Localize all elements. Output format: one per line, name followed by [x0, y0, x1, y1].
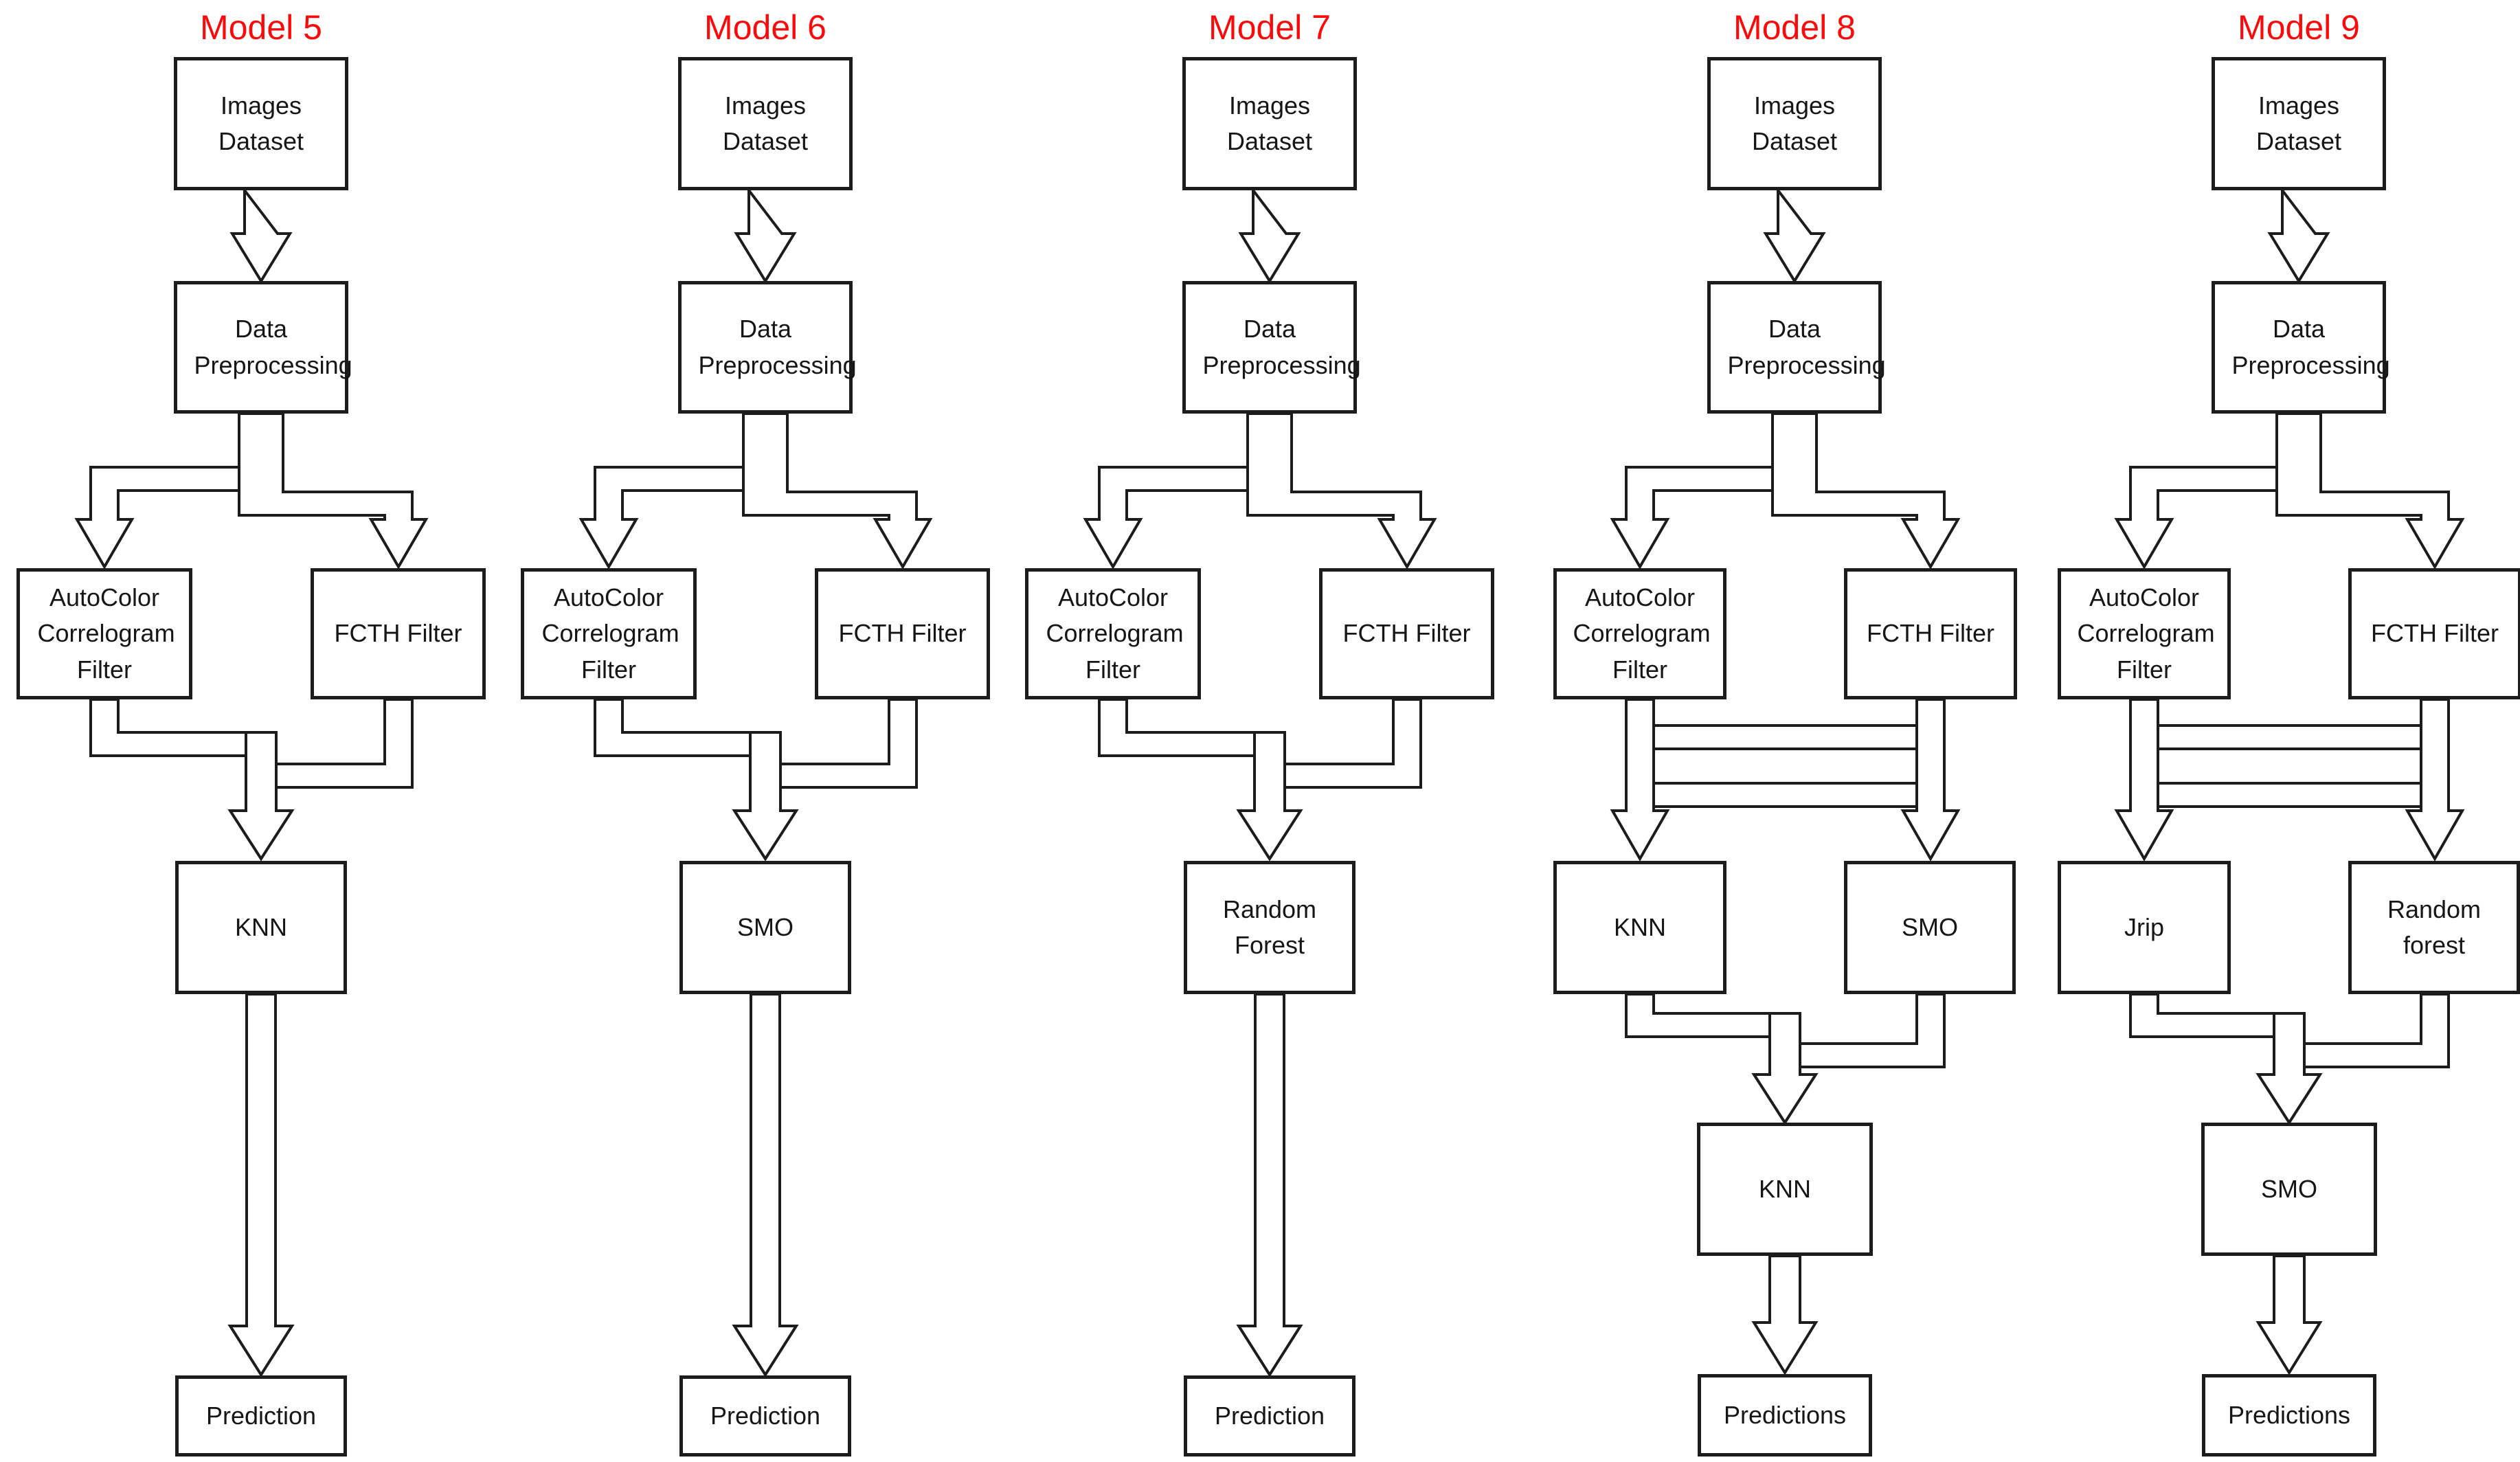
arrow-dataset-to-preprocessing [734, 186, 797, 284]
node-autocolor-filter: AutoColor Correlogram Filter [1553, 568, 1726, 699]
split-arrow-right [1246, 412, 1437, 570]
model-5-connectors [74, 186, 429, 1377]
node-data-preprocessing: Data Preprocessing [1707, 281, 1886, 414]
feature-crossbar-2 [1630, 782, 1926, 808]
long-arrow-to-prediction [1236, 993, 1303, 1377]
node-predictions: Predictions [1698, 1374, 1872, 1457]
split-arrow-right [742, 412, 933, 570]
long-arrow-to-prediction [227, 993, 295, 1377]
split-arrow-right [2275, 412, 2465, 570]
arrow-dataset-to-preprocessing [2267, 186, 2330, 284]
node-prediction: Prediction [679, 1375, 851, 1457]
model-9-column: Model 9 Images Dataset Data Preprocessin… [2017, 0, 2520, 1462]
merge-arrow-to-classifier [732, 731, 799, 862]
long-arrow-to-prediction [732, 993, 799, 1377]
model-7-connectors [1083, 186, 1437, 1377]
node-data-preprocessing: Data Preprocessing [174, 281, 352, 414]
node-autocolor-filter: AutoColor Correlogram Filter [2058, 568, 2231, 699]
node-fcth-filter: FCTH Filter [815, 568, 990, 699]
model-7-column: Model 7 Images Dataset Data Preprocessin… [1009, 0, 1513, 1462]
arrow-to-predictions [1751, 1255, 1819, 1375]
node-fcth-filter: FCTH Filter [1844, 568, 2017, 699]
node-prediction: Prediction [1184, 1375, 1355, 1457]
model-6-column: Model 6 Images Dataset Data Preprocessin… [504, 0, 1009, 1462]
model-title: Model 8 [1733, 8, 1856, 47]
model-title: Model 5 [200, 8, 322, 47]
merge-arrow-to-classifier [1236, 731, 1303, 862]
split-arrow-right [1771, 412, 1961, 570]
feature-crossbar-1 [2146, 724, 2443, 750]
node-images-dataset: Images Dataset [1182, 57, 1357, 190]
node-fusion-classifier: SMO [2201, 1123, 2377, 1256]
model-title: Model 7 [1208, 8, 1331, 47]
node-classifier-right: SMO [1844, 861, 2016, 994]
merge-arrow-to-classifier [227, 731, 295, 862]
node-classifier: KNN [175, 861, 347, 994]
branch-arrow-left [1610, 698, 1670, 862]
node-classifier-left: KNN [1553, 861, 1726, 994]
node-classifier-right: Random forest [2348, 861, 2520, 994]
node-images-dataset: Images Dataset [174, 57, 348, 190]
node-images-dataset: Images Dataset [2212, 57, 2386, 190]
node-autocolor-filter: AutoColor Correlogram Filter [16, 568, 192, 699]
node-prediction: Prediction [175, 1375, 347, 1457]
model-8-column: Model 8 Images Dataset Data Preprocessin… [1513, 0, 2017, 1462]
node-data-preprocessing: Data Preprocessing [2212, 281, 2390, 414]
arrow-dataset-to-preprocessing [1763, 186, 1826, 284]
node-images-dataset: Images Dataset [678, 57, 853, 190]
branch-arrow-left [2114, 698, 2174, 862]
node-classifier: Random Forest [1184, 861, 1355, 994]
split-arrow-right [238, 412, 429, 570]
node-fcth-filter: FCTH Filter [2348, 568, 2520, 699]
node-classifier: SMO [679, 861, 851, 994]
arrow-dataset-to-preprocessing [229, 186, 293, 284]
node-fcth-filter: FCTH Filter [311, 568, 486, 699]
node-fusion-classifier: KNN [1697, 1123, 1873, 1256]
model-title: Model 6 [704, 8, 826, 47]
node-data-preprocessing: Data Preprocessing [678, 281, 857, 414]
arrow-dataset-to-preprocessing [1238, 186, 1301, 284]
branch-arrow-right [1900, 698, 1961, 862]
feature-crossbar-1 [1642, 724, 1939, 750]
node-images-dataset: Images Dataset [1707, 57, 1882, 190]
model-6-connectors [578, 186, 933, 1377]
node-predictions: Predictions [2202, 1374, 2376, 1457]
node-fcth-filter: FCTH Filter [1319, 568, 1494, 699]
branch-arrow-right [2405, 698, 2465, 862]
arrow-to-predictions [2255, 1255, 2323, 1375]
node-autocolor-filter: AutoColor Correlogram Filter [1025, 568, 1201, 699]
model-8-connectors [1610, 186, 1961, 1375]
merge-arrow-to-fusion [2255, 1012, 2323, 1125]
merge-arrow-to-fusion [1751, 1012, 1819, 1125]
model-9-connectors [2114, 186, 2465, 1375]
node-autocolor-filter: AutoColor Correlogram Filter [521, 568, 697, 699]
node-data-preprocessing: Data Preprocessing [1182, 281, 1361, 414]
model-5-column: Model 5 Images Dataset Data Preprocessin… [0, 0, 504, 1462]
node-classifier-left: Jrip [2058, 861, 2231, 994]
feature-crossbar-2 [2134, 782, 2431, 808]
model-title: Model 9 [2238, 8, 2360, 47]
